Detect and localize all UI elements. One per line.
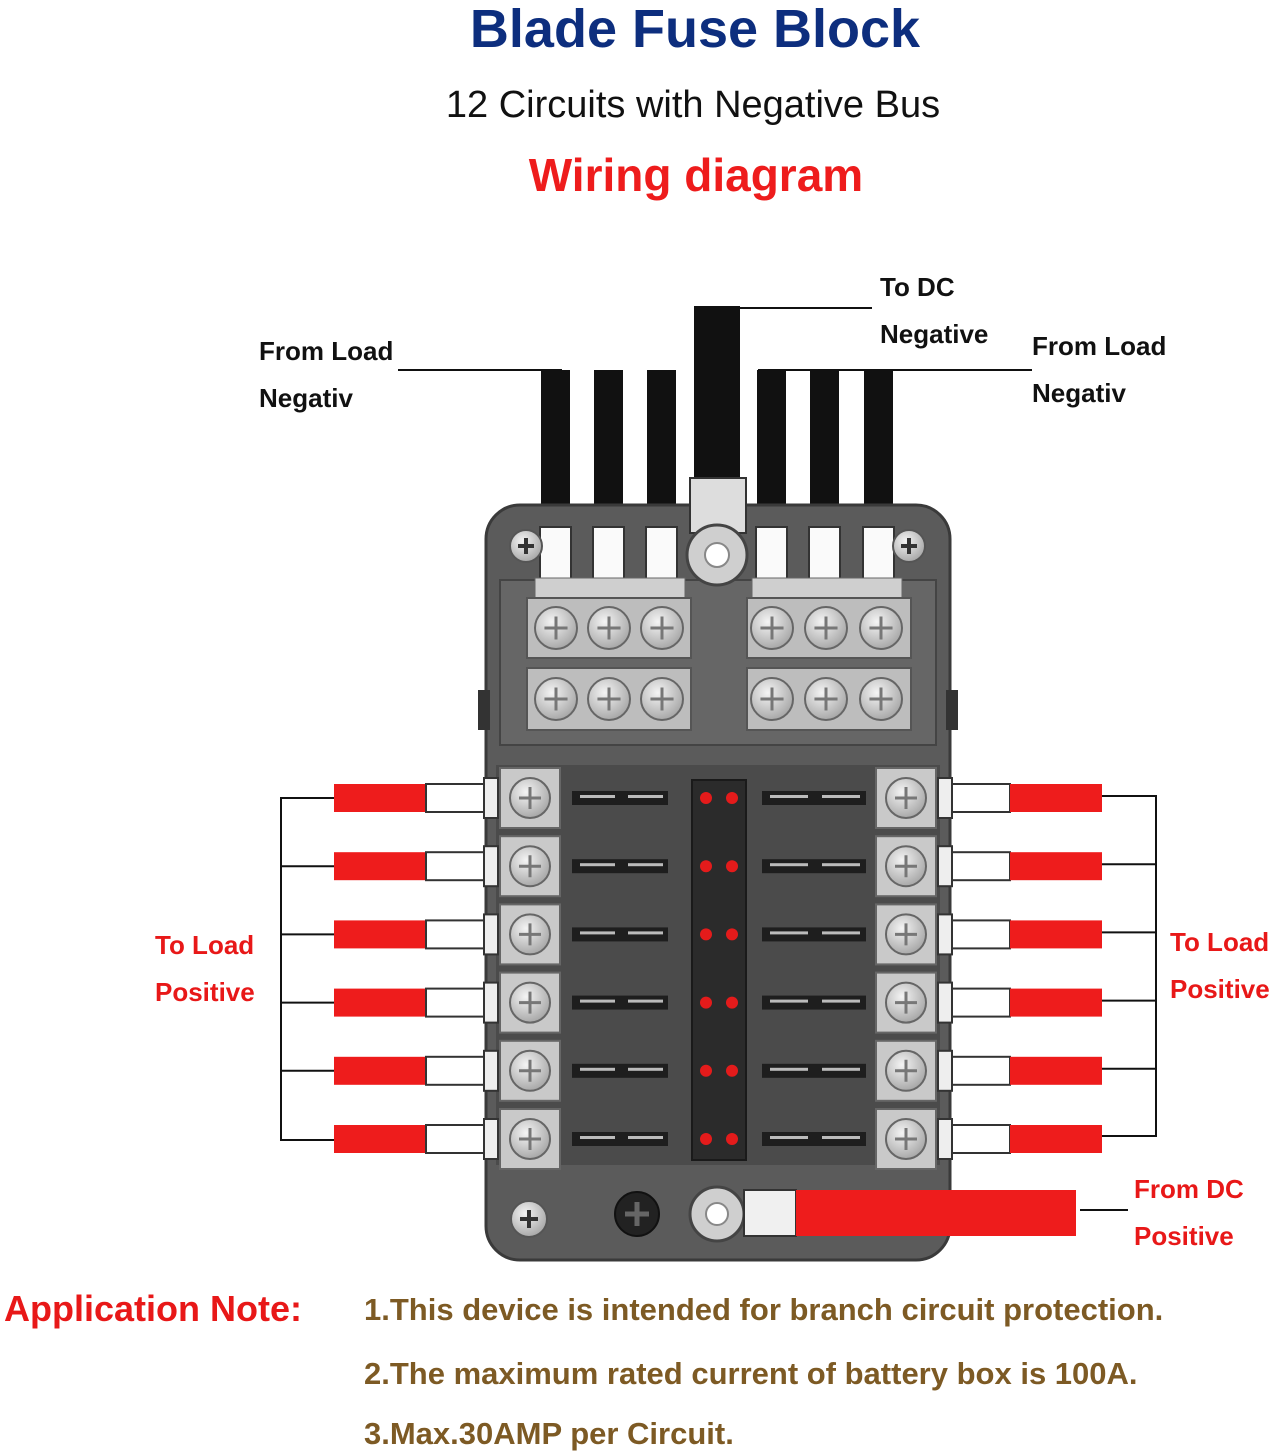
- led-indicator-strip: [691, 779, 747, 1161]
- blade-fuse-left: [572, 791, 668, 805]
- led-indicator: [700, 1133, 712, 1145]
- blade-fuse-left: [572, 927, 668, 942]
- diagram-subtitle: 12 Circuits with Negative Bus: [445, 84, 941, 126]
- positive-wire-right: [1010, 920, 1102, 949]
- blade-fuse-right: [762, 859, 866, 874]
- screw-icon: [885, 913, 927, 956]
- screw-icon: [587, 677, 631, 721]
- screw-icon: [859, 677, 903, 721]
- application-note-item-3: 3.Max.30AMP per Circuit.: [364, 1416, 734, 1451]
- label-line-1: From Load: [259, 336, 394, 366]
- bracket-lines: [280, 795, 1157, 1141]
- led-indicator: [726, 860, 738, 873]
- wiring-diagram-heading: Wiring diagram: [528, 149, 864, 201]
- led-indicator: [726, 996, 738, 1009]
- led-indicator: [700, 860, 712, 873]
- label-line-2: Negativ: [259, 383, 353, 413]
- led-indicator: [700, 996, 712, 1009]
- positive-wire-right: [1010, 784, 1102, 812]
- leader-lines: [398, 307, 1128, 1211]
- diagram-title: Blade Fuse Block: [469, 0, 921, 59]
- label-line-1: To Load: [1170, 927, 1270, 957]
- screw-icon: [509, 981, 551, 1024]
- screw-icon: [885, 981, 927, 1024]
- label-to-load-positive-left: To Load Positive: [155, 922, 255, 1016]
- screw-icon: [885, 1118, 927, 1160]
- label-to-load-positive-right: To Load Positive: [1170, 919, 1270, 1013]
- application-note-item-2: 2.The maximum rated current of battery b…: [364, 1356, 1138, 1391]
- blade-fuse-right: [762, 995, 866, 1010]
- positive-wire-left: [334, 1056, 426, 1085]
- screw-icon: [534, 677, 578, 721]
- screw-icon: [509, 845, 551, 888]
- positive-input: [688, 1185, 1076, 1243]
- blade-fuse-right: [762, 927, 866, 942]
- screw-icon: [587, 606, 631, 650]
- screw-icon: [640, 677, 684, 721]
- led-indicator: [700, 792, 712, 804]
- label-line-2: Positive: [1170, 974, 1270, 1004]
- screw-icon: [534, 606, 578, 650]
- label-from-load-negative-right: From Load Negativ: [1032, 323, 1166, 417]
- blade-fuse-left: [572, 995, 668, 1010]
- label-from-load-negative-left: From Load Negativ: [259, 328, 393, 422]
- screw-icon: [750, 606, 794, 650]
- blade-fuse-right: [762, 1132, 866, 1146]
- screw-icon: [804, 606, 848, 650]
- fuse-rows: [334, 767, 1102, 1170]
- led-indicator: [726, 1064, 738, 1077]
- blade-fuse-left: [572, 1063, 668, 1078]
- label-line-2: Positive: [155, 977, 255, 1007]
- blade-fuse-right: [762, 1063, 866, 1078]
- positive-wire-right: [1010, 1056, 1102, 1085]
- application-note-item-1: 1.This device is intended for branch cir…: [364, 1292, 1164, 1327]
- corner-screws: [509, 529, 926, 1238]
- positive-wire-left: [334, 1125, 426, 1153]
- positive-wire-right: [1010, 1125, 1102, 1153]
- screw-icon: [509, 1118, 551, 1160]
- screw-icon: [509, 777, 551, 819]
- label-line-2: Negativ: [1032, 378, 1126, 408]
- led-indicator: [700, 1064, 712, 1077]
- screw-icon: [885, 845, 927, 888]
- screw-icon: [509, 913, 551, 956]
- positive-wire-left: [334, 784, 426, 812]
- blade-fuse-right: [762, 791, 866, 805]
- screw-icon: [885, 777, 927, 819]
- screw-icon: [859, 606, 903, 650]
- label-line-1: To Load: [155, 930, 255, 960]
- positive-wire-left: [334, 920, 426, 949]
- led-indicator: [700, 928, 712, 941]
- positive-wire-right: [1010, 852, 1102, 881]
- screw-icon: [804, 677, 848, 721]
- screw-icon: [640, 606, 684, 650]
- negative-bus-terminals: [526, 597, 912, 731]
- negative-wires: [541, 306, 893, 530]
- label-line-1: From Load: [1032, 331, 1167, 361]
- blade-fuse-left: [572, 859, 668, 874]
- label-from-dc-positive: From DC Positive: [1134, 1166, 1244, 1260]
- led-indicator: [726, 792, 738, 804]
- application-note-title: Application Note:: [4, 1288, 302, 1329]
- label-line-2: Negative: [880, 319, 989, 349]
- positive-wire-left: [334, 988, 426, 1017]
- label-line-2: Positive: [1134, 1221, 1234, 1251]
- led-indicator: [726, 1133, 738, 1145]
- label-line-1: From DC: [1134, 1174, 1244, 1204]
- led-indicator: [726, 928, 738, 941]
- screw-icon: [750, 677, 794, 721]
- positive-wire-left: [334, 852, 426, 881]
- label-line-1: To DC: [880, 272, 955, 302]
- screw-icon: [885, 1049, 927, 1092]
- label-to-dc-negative: To DC Negative: [880, 264, 988, 358]
- positive-wire-right: [1010, 988, 1102, 1017]
- blade-fuse-left: [572, 1132, 668, 1146]
- screw-icon: [509, 1049, 551, 1092]
